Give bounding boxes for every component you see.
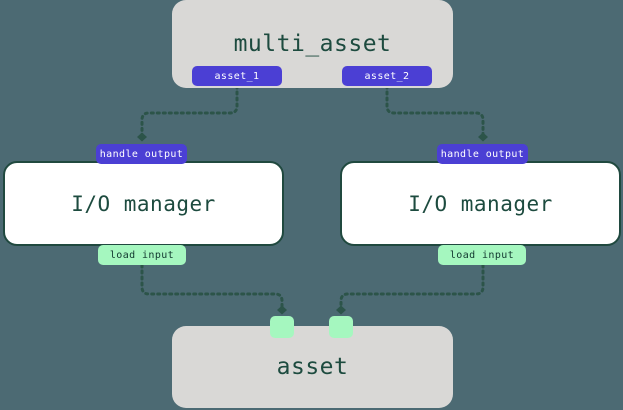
edge-asset2-to-io-right — [385, 84, 488, 142]
handle-output-right[interactable]: handle output — [437, 144, 528, 164]
node-io-manager-right-label: I/O manager — [408, 191, 553, 216]
node-asset[interactable]: asset — [172, 326, 453, 408]
node-io-manager-left-label: I/O manager — [71, 191, 216, 216]
node-asset-label: asset — [276, 354, 349, 380]
edge-io-right-to-asset — [336, 263, 485, 315]
node-io-manager-left[interactable]: I/O manager — [3, 161, 284, 246]
edge-io-left-to-asset — [140, 263, 287, 315]
node-io-manager-right[interactable]: I/O manager — [340, 161, 621, 246]
handle-asset-input-1[interactable] — [270, 316, 294, 338]
handle-asset-2[interactable]: asset_2 — [342, 66, 432, 86]
handle-output-left[interactable]: handle output — [96, 144, 187, 164]
node-multi-asset-label: multi_asset — [233, 31, 392, 57]
handle-load-input-left[interactable]: load input — [98, 245, 186, 265]
edge-asset1-to-io-left — [137, 84, 239, 142]
handle-load-input-right[interactable]: load input — [438, 245, 526, 265]
handle-asset-input-2[interactable] — [329, 316, 353, 338]
handle-asset-1[interactable]: asset_1 — [192, 66, 282, 86]
